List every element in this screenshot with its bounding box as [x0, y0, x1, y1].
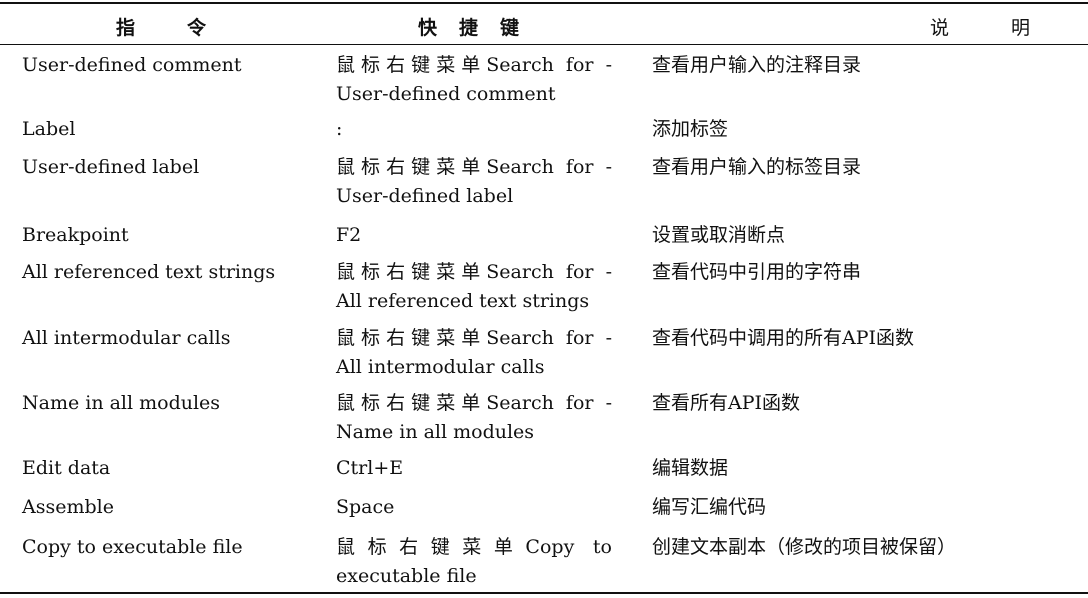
- shortcut-line: 鼠标右键菜单Copy to: [336, 536, 612, 558]
- shortcut-cell: 鼠标右键菜单Search for - User-defined label: [336, 153, 618, 211]
- command-cell: Copy to executable file: [22, 536, 243, 558]
- description-cell: 设置或取消断点: [652, 224, 786, 246]
- shortcut-cell: 鼠标右键菜单Search for - All intermodular call…: [336, 324, 618, 382]
- command-cell: User-defined label: [22, 156, 200, 178]
- shortcut-line: All referenced text strings: [336, 290, 590, 312]
- table-bottom-rule: [0, 592, 1088, 594]
- command-cell: All intermodular calls: [22, 327, 231, 349]
- shortcut-cell: 鼠标右键菜单Search for - User-defined comment: [336, 51, 618, 109]
- description-cell: 编辑数据: [652, 457, 729, 479]
- table-top-rule: [0, 2, 1088, 4]
- command-cell: Label: [22, 118, 76, 140]
- shortcut-line: 鼠标右键菜单Search for -: [336, 156, 612, 178]
- header-description: 说明: [930, 17, 1088, 39]
- shortcut-line: Ctrl+E: [336, 457, 404, 479]
- table-header: 指令 快捷键 说明: [0, 4, 1088, 44]
- command-cell: All referenced text strings: [22, 261, 276, 283]
- description-cell: 查看代码中调用的所有API函数: [652, 327, 915, 349]
- shortcut-line: F2: [336, 224, 362, 246]
- command-cell: Assemble: [22, 496, 114, 518]
- description-cell: 创建文本副本（修改的项目被保留）: [652, 536, 957, 558]
- shortcut-line: 鼠标右键菜单Search for -: [336, 327, 612, 349]
- description-cell: 查看用户输入的注释目录: [652, 54, 862, 76]
- shortcut-cell: 鼠标右键菜单Copy to executable file: [336, 533, 618, 591]
- shortcut-cell: :: [336, 115, 618, 144]
- description-cell: 查看用户输入的标签目录: [652, 156, 862, 178]
- shortcut-line: 鼠标右键菜单Search for -: [336, 54, 612, 76]
- description-cell: 编写汇编代码: [652, 496, 767, 518]
- shortcut-line: All intermodular calls: [336, 356, 545, 378]
- command-cell: Name in all modules: [22, 392, 221, 414]
- shortcut-line: 鼠标右键菜单Search for -: [336, 261, 612, 283]
- shortcut-line: :: [336, 118, 343, 140]
- description-cell: 查看所有API函数: [652, 392, 801, 414]
- shortcut-cell: 鼠标右键菜单Search for - All referenced text s…: [336, 258, 618, 316]
- description-cell: 添加标签: [652, 118, 729, 140]
- shortcut-cell: Space: [336, 493, 618, 522]
- description-cell: 查看代码中引用的字符串: [652, 261, 862, 283]
- shortcut-cell: F2: [336, 221, 618, 250]
- command-cell: Edit data: [22, 457, 111, 479]
- header-command: 指令: [116, 17, 259, 39]
- shortcut-line: Space: [336, 496, 395, 518]
- shortcut-line: executable file: [336, 565, 477, 587]
- table-header-rule: [0, 44, 1088, 45]
- shortcut-line: 鼠标右键菜单Search for -: [336, 392, 612, 414]
- command-cell: Breakpoint: [22, 224, 129, 246]
- shortcut-line: User-defined comment: [336, 83, 556, 105]
- shortcut-cell: 鼠标右键菜单Search for - Name in all modules: [336, 389, 618, 447]
- shortcut-line: User-defined label: [336, 185, 514, 207]
- header-shortcut: 快捷键: [418, 17, 542, 39]
- command-cell: User-defined comment: [22, 54, 242, 76]
- shortcut-line: Name in all modules: [336, 421, 535, 443]
- shortcut-cell: Ctrl+E: [336, 454, 618, 483]
